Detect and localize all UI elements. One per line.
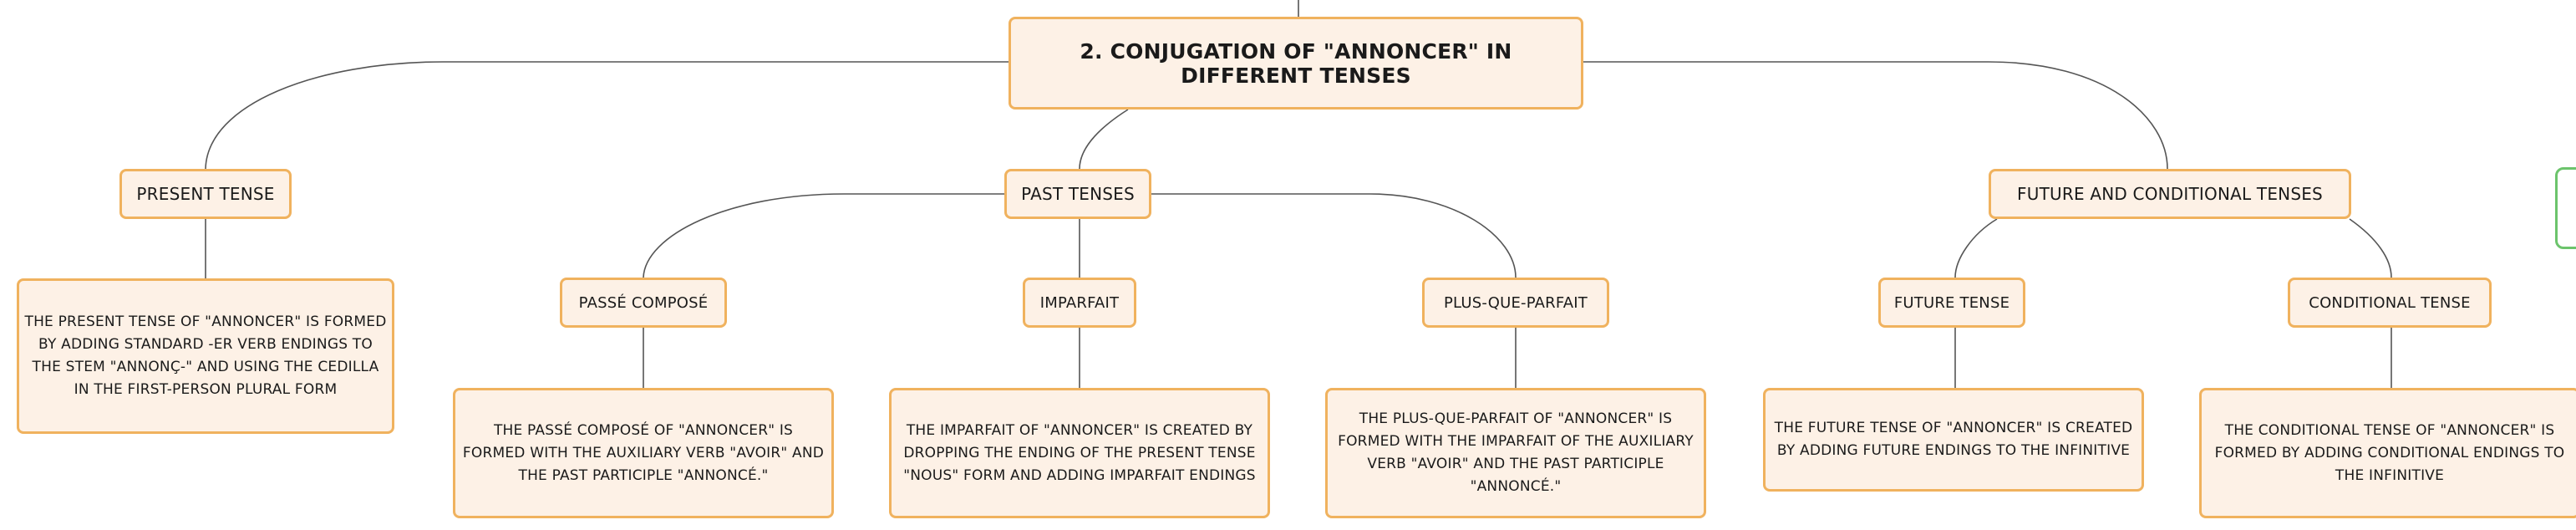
- root-label: 2. CONJUGATION OF "ANNONCER" IN DIFFEREN…: [1080, 38, 1512, 88]
- connector-root-present: [205, 61, 1009, 170]
- conditional-tense-label: CONDITIONAL TENSE: [2309, 293, 2471, 312]
- future-tense-label: FUTURE TENSE: [1893, 293, 2010, 312]
- passe-compose-detail-text: THE PASSÉ COMPOSÉ OF "ANNONCER" IS FORME…: [462, 421, 825, 484]
- imparfait-detail-text: THE IMPARFAIT OF "ANNONCER" IS CREATED B…: [903, 421, 1256, 484]
- future-tense-detail-node[interactable]: THE FUTURE TENSE OF "ANNONCER" IS CREATE…: [1763, 388, 2144, 492]
- conditional-tense-detail-node[interactable]: THE CONDITIONAL TENSE OF "ANNONCER" IS F…: [2199, 388, 2576, 518]
- present-tense-label: PRESENT TENSE: [136, 184, 275, 204]
- imparfait-node[interactable]: IMPARFAIT: [1023, 278, 1136, 328]
- plus-que-parfait-detail-node[interactable]: THE PLUS-QUE-PARFAIT OF "ANNONCER" IS FO…: [1325, 388, 1706, 518]
- connector-future-futuretense: [1954, 218, 1998, 278]
- future-tense-node[interactable]: FUTURE TENSE: [1878, 278, 2025, 328]
- present-tense-detail-text: THE PRESENT TENSE OF "ANNONCER" IS FORME…: [24, 313, 387, 398]
- present-tense-detail-node[interactable]: THE PRESENT TENSE OF "ANNONCER" IS FORME…: [17, 278, 394, 434]
- connector-past-plus: [1151, 193, 1517, 278]
- connector-root-past: [1079, 109, 1129, 170]
- future-conditional-label: FUTURE AND CONDITIONAL TENSES: [2017, 184, 2323, 204]
- passe-compose-detail-node[interactable]: THE PASSÉ COMPOSÉ OF "ANNONCER" IS FORME…: [453, 388, 834, 518]
- conditional-tense-node[interactable]: CONDITIONAL TENSE: [2288, 278, 2492, 328]
- past-tenses-label: PAST TENSES: [1021, 184, 1135, 204]
- plus-que-parfait-label: PLUS-QUE-PARFAIT: [1444, 293, 1588, 312]
- connector-past-passe: [643, 193, 1004, 278]
- imparfait-label: IMPARFAIT: [1039, 293, 1120, 312]
- imparfait-detail-node[interactable]: THE IMPARFAIT OF "ANNONCER" IS CREATED B…: [889, 388, 1270, 518]
- plus-que-parfait-detail-text: THE PLUS-QUE-PARFAIT OF "ANNONCER" IS FO…: [1338, 410, 1694, 495]
- conditional-tense-detail-text: THE CONDITIONAL TENSE OF "ANNONCER" IS F…: [2214, 421, 2565, 484]
- present-tense-node[interactable]: PRESENT TENSE: [119, 169, 292, 219]
- future-conditional-node[interactable]: FUTURE AND CONDITIONAL TENSES: [1989, 169, 2351, 219]
- future-tense-detail-text: THE FUTURE TENSE OF "ANNONCER" IS CREATE…: [1774, 420, 2133, 459]
- offscreen-node-edge[interactable]: [2555, 167, 2576, 249]
- connector-future-conditional: [2349, 218, 2392, 278]
- passe-compose-node[interactable]: PASSÉ COMPOSÉ: [560, 278, 727, 328]
- passe-compose-label: PASSÉ COMPOSÉ: [578, 293, 709, 312]
- connector-root-future: [1583, 61, 2168, 170]
- root-node[interactable]: 2. CONJUGATION OF "ANNONCER" IN DIFFEREN…: [1009, 17, 1583, 110]
- plus-que-parfait-node[interactable]: PLUS-QUE-PARFAIT: [1422, 278, 1609, 328]
- past-tenses-node[interactable]: PAST TENSES: [1004, 169, 1151, 219]
